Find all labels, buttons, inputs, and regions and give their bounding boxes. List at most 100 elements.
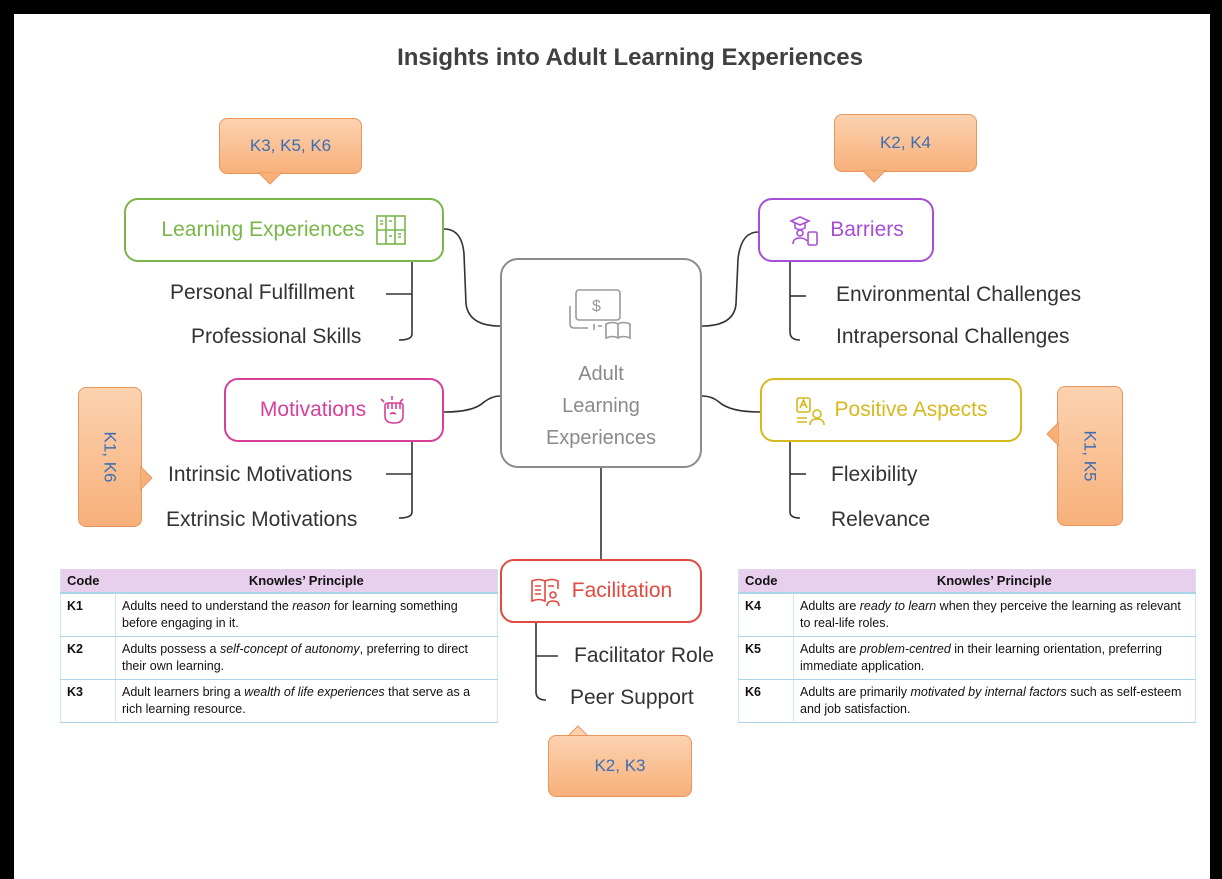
table-cell-code: K4 — [738, 593, 794, 637]
node-facilitation[interactable]: Facilitation — [500, 559, 702, 623]
node-facilitation-label: Facilitation — [571, 579, 673, 602]
table-right-header-code: Code — [738, 569, 794, 594]
principle-text-em: problem-centred — [859, 642, 951, 656]
raised-fist-icon — [380, 396, 404, 424]
node-barriers[interactable]: Barriers — [758, 198, 934, 262]
callout-learning-codes: K3, K5, K6 — [219, 118, 362, 174]
table-cell-principle: Adults possess a self-concept of autonom… — [115, 636, 498, 680]
principle-text-pre: Adults possess a — [122, 642, 220, 656]
principle-text-em: wealth of life experiences — [244, 685, 385, 699]
table-cell-code: K3 — [60, 679, 116, 723]
diagram-title: Insights into Adult Learning Experiences — [397, 44, 863, 71]
callout-facilitation-codes: K2, K3 — [548, 735, 692, 797]
node-motivations-label: Motivations — [259, 398, 367, 421]
leaf-flexibility: Flexibility — [831, 463, 918, 486]
book-shelf-icon — [375, 215, 406, 245]
center-line-3: Experiences — [545, 427, 657, 449]
callout-barriers-pointer — [862, 170, 886, 183]
connector-positive-children — [789, 439, 801, 519]
callout-barriers-codes-text: K2, K4 — [879, 133, 932, 152]
connector-motivations — [443, 395, 501, 413]
connector-barriers-children — [789, 262, 801, 341]
leaf-extrinsic-motivations: Extrinsic Motivations — [166, 508, 358, 531]
principle-text-pre: Adults need to understand the — [122, 599, 293, 613]
node-learning-experiences[interactable]: Learning Experiences — [124, 198, 444, 262]
connector-lines — [386, 228, 806, 701]
table-cell-principle: Adults are ready to learn when they perc… — [793, 593, 1196, 637]
center-node: $ Adult Learning Experiences — [500, 258, 702, 468]
principle-text-post: such as self-esteem and job satisfaction… — [800, 685, 1182, 716]
leaf-intrinsic-motivations: Intrinsic Motivations — [168, 463, 353, 486]
table-cell-principle: Adults need to understand the reason for… — [115, 593, 498, 637]
center-line-1: Adult — [578, 363, 624, 385]
table-cell-code: K1 — [60, 593, 116, 637]
principle-text-post: when they perceive the learning as relev… — [800, 599, 1181, 630]
diagram-canvas: Insights into Adult Learning Experiences — [14, 14, 1210, 879]
callout-barriers-codes: K2, K4 — [834, 114, 977, 172]
connector-learning-children — [398, 262, 413, 341]
leaf-professional-skills: Professional Skills — [191, 325, 362, 348]
table-left-header-code: Code — [60, 569, 116, 594]
center-line-2: Learning — [562, 395, 640, 417]
callout-motivations-pointer — [140, 466, 153, 490]
node-positive-aspects[interactable]: Positive Aspects — [760, 378, 1022, 442]
finance-learning-icon: $ — [569, 289, 631, 340]
callout-learning-pointer — [258, 172, 282, 185]
principle-text-pre: Adults are primarily — [800, 685, 911, 699]
callout-learning-codes-text: K3, K5, K6 — [249, 136, 332, 155]
principle-text-em: reason — [292, 599, 331, 613]
leaf-intrapersonal-challenges: Intrapersonal Challenges — [836, 325, 1070, 348]
principle-text-pre: Adult learners bring a — [122, 685, 245, 699]
connector-motivations-children — [398, 439, 413, 519]
open-book-person-icon — [530, 578, 560, 607]
table-cell-code: K2 — [60, 636, 116, 680]
principle-text-em: ready to learn — [859, 599, 937, 613]
leaf-relevance: Relevance — [831, 508, 931, 531]
table-cell-code: K5 — [738, 636, 794, 680]
node-learning-experiences-label: Learning Experiences — [161, 218, 365, 241]
callout-positive-codes-text: K1, K5 — [1080, 430, 1100, 482]
graduate-phone-icon — [789, 216, 819, 246]
principle-text-post: in their learning orientation, preferrin… — [800, 642, 1163, 673]
leaf-facilitator-role: Facilitator Role — [574, 644, 715, 667]
principle-text-em: motivated by internal factors — [910, 685, 1067, 699]
connector-barriers — [701, 231, 759, 327]
table-cell-principle: Adult learners bring a wealth of life ex… — [115, 679, 498, 723]
leaf-peer-support: Peer Support — [570, 686, 694, 709]
leaf-personal-fulfillment: Personal Fulfillment — [170, 281, 355, 304]
callout-facilitation-codes-text: K2, K3 — [594, 756, 646, 775]
principle-text-post: , preferring to direct their own learnin… — [122, 642, 469, 673]
node-motivations[interactable]: Motivations — [224, 378, 444, 442]
connector-learning — [443, 228, 501, 327]
table-cell-code: K6 — [738, 679, 794, 723]
callout-motivations-codes: K1, K6 — [78, 387, 142, 527]
callout-positive-codes: K1, K5 — [1057, 386, 1123, 526]
node-barriers-label: Barriers — [830, 218, 904, 241]
svg-text:$: $ — [592, 298, 601, 315]
principle-text-pre: Adults are — [800, 642, 860, 656]
connector-positive — [701, 395, 761, 413]
table-cell-principle: Adults are problem-centred in their lear… — [793, 636, 1196, 680]
table-right-header-principle: Knowles’ Principle — [793, 569, 1196, 594]
principle-text-pre: Adults are — [800, 599, 860, 613]
callout-motivations-codes-text: K1, K6 — [100, 431, 120, 483]
principle-text-post: that serve as a rich learning resource. — [122, 685, 471, 716]
principle-text-post: for learning something before engaging i… — [122, 599, 458, 630]
leaf-environmental-challenges: Environmental Challenges — [836, 283, 1082, 306]
person-badge-icon — [795, 397, 825, 426]
table-cell-principle: Adults are primarily motivated by intern… — [793, 679, 1196, 723]
principle-text-em: self-concept of autonomy — [219, 642, 360, 656]
connector-facilitation-children — [535, 622, 547, 701]
table-left-header-principle: Knowles’ Principle — [115, 569, 498, 594]
node-positive-aspects-label: Positive Aspects — [834, 398, 988, 421]
